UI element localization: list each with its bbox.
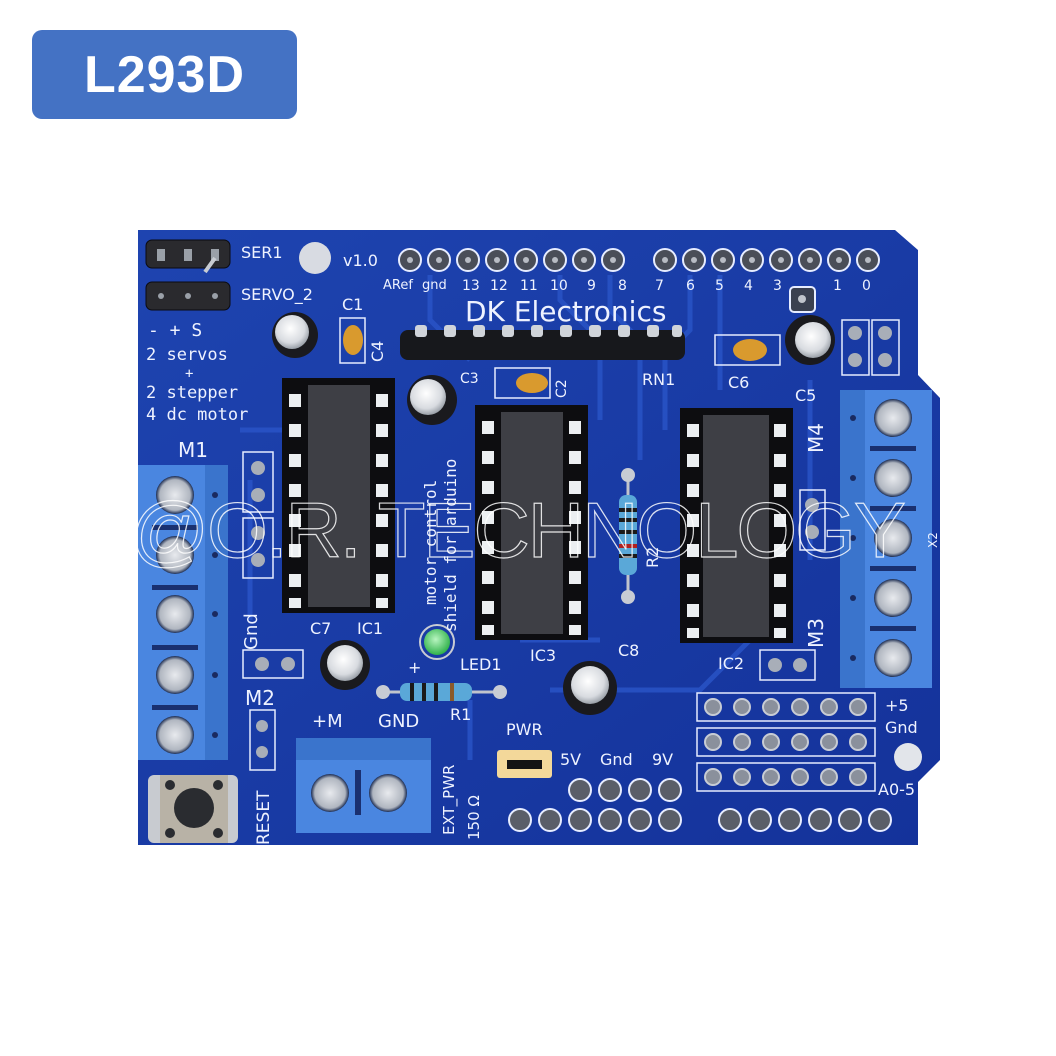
label-version: v1.0 <box>343 251 378 270</box>
ic-pins <box>289 394 786 638</box>
label-tagline-1: motor control <box>421 479 440 605</box>
mount-hole-tl <box>299 242 331 274</box>
label-cap-dc: 4 dc motor <box>146 405 249 425</box>
label-pin3: 3 <box>773 278 782 294</box>
label-led1: LED1 <box>460 655 502 674</box>
label-a0-5: A0-5 <box>878 780 916 799</box>
label-ohm: 150 Ω <box>465 795 483 840</box>
label-cap-stepper: 2 stepper <box>146 383 239 403</box>
label-cap-servos: 2 servos <box>146 345 228 365</box>
label-m1: M1 <box>178 438 208 462</box>
label-ic1: IC1 <box>357 619 384 638</box>
terminal-block-m3-m4 <box>840 390 932 688</box>
label-led-plus: + <box>408 658 422 677</box>
label-c3: C3 <box>460 371 479 387</box>
ceramic-capacitors <box>343 325 767 393</box>
label-ser1: SER1 <box>241 243 283 262</box>
r1-resistor <box>376 683 507 701</box>
label-servo2: SERVO_2 <box>241 285 313 304</box>
label-pin11: 11 <box>520 278 538 294</box>
label-pin1: 1 <box>833 278 842 294</box>
label-c6: C6 <box>728 373 750 392</box>
terminal-block-power <box>296 738 431 833</box>
label-gnd-top: gnd <box>422 278 447 293</box>
label-pin4: 4 <box>744 278 753 294</box>
label-gnd-pwr: Gnd <box>600 750 633 769</box>
label-pin9: 9 <box>587 278 596 294</box>
label-polarity: - + S <box>148 320 203 341</box>
label-m2: M2 <box>245 686 275 710</box>
label-ic2: IC2 <box>718 654 745 673</box>
rn1-resistor-network <box>400 325 685 360</box>
servo-headers <box>145 239 231 311</box>
label-gnd-analog: Gnd <box>885 718 918 737</box>
label-gnd-left: Gnd <box>241 613 262 650</box>
label-pin6: 6 <box>686 278 695 294</box>
label-m3: M3 <box>804 618 828 648</box>
ic-sockets <box>282 378 793 643</box>
label-pwr: PWR <box>506 720 543 739</box>
label-pin13: 13 <box>462 278 480 294</box>
mount-hole-br <box>894 743 922 771</box>
label-pin12: 12 <box>490 278 508 294</box>
label-plus-m: +M <box>312 711 343 732</box>
electrolytic-capacitors <box>272 312 835 715</box>
label-r2: R2 <box>643 546 662 568</box>
label-9v: 9V <box>652 750 674 769</box>
label-tagline-2: shield for arduino <box>441 458 460 632</box>
label-pin5: 5 <box>715 278 724 294</box>
label-cap-plus: + <box>185 366 194 382</box>
label-gnd-power: GND <box>378 711 420 732</box>
label-c5: C5 <box>795 386 817 405</box>
led1 <box>424 629 450 655</box>
label-rn1: RN1 <box>642 370 676 389</box>
label-c7: C7 <box>310 619 332 638</box>
title-badge: L293D <box>32 30 297 119</box>
brand-label: DK Electronics <box>465 295 667 328</box>
label-reset: RESET <box>254 790 274 845</box>
label-ext-pwr: EXT_PWR <box>440 764 458 835</box>
label-pin10: 10 <box>550 278 568 294</box>
label-c2: C2 <box>554 379 570 398</box>
label-pin8: 8 <box>618 278 627 294</box>
label-pin0: 0 <box>862 278 871 294</box>
label-m4: M4 <box>804 423 828 453</box>
label-5v: 5V <box>560 750 582 769</box>
label-ic3: IC3 <box>530 646 557 665</box>
label-x2: X2 <box>926 532 940 548</box>
label-c8: C8 <box>618 641 640 660</box>
label-r1: R1 <box>450 705 472 724</box>
label-aref: ARef <box>383 278 413 293</box>
terminal-block-m1-m2 <box>138 465 228 760</box>
label-pin7: 7 <box>655 278 664 294</box>
title-text: L293D <box>83 45 246 104</box>
label-plus5: +5 <box>885 696 909 715</box>
label-c1: C1 <box>342 295 364 314</box>
label-c4: C4 <box>368 340 387 362</box>
reset-button <box>148 775 238 843</box>
r2-resistor <box>619 468 637 604</box>
